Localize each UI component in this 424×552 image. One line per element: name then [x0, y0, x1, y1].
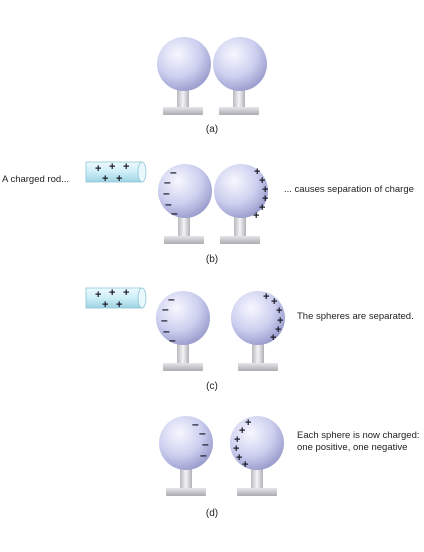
panel-label-a: (a): [206, 124, 218, 135]
svg-text:+: +: [277, 315, 283, 327]
separated-annotation: The spheres are separated.: [297, 311, 414, 322]
svg-text:+: +: [245, 417, 251, 429]
panel-label-d: (d): [206, 508, 218, 519]
right-sphere: [231, 291, 285, 345]
svg-text:–: –: [165, 197, 172, 211]
svg-text:+: +: [262, 184, 268, 196]
right-sphere: [213, 37, 267, 91]
negative-charges: – – – – –: [163, 165, 178, 220]
svg-text:+: +: [276, 305, 282, 317]
rod-charge: +: [116, 173, 122, 185]
left-sphere: [158, 164, 212, 218]
svg-text:–: –: [163, 324, 170, 338]
rod-charge: +: [95, 289, 101, 301]
positive-charges: + + + + + +: [233, 417, 251, 471]
right-stand: [237, 466, 277, 496]
svg-text:+: +: [242, 459, 248, 471]
rod-charge: +: [95, 163, 101, 175]
svg-text:+: +: [254, 166, 260, 178]
panel-b: + + + + + – – – – – + + + + + +: [2, 161, 414, 265]
left-stand: [164, 215, 204, 244]
charged-rod: + + + + +: [85, 161, 147, 185]
negative-charges: – – – –: [192, 417, 209, 462]
charged-annotation-line1: Each sphere is now charged:: [297, 430, 420, 441]
svg-text:–: –: [168, 292, 175, 306]
positive-charges: + + + + + +: [253, 166, 268, 222]
svg-text:+: +: [259, 202, 265, 214]
svg-text:–: –: [202, 437, 209, 451]
positive-charges: + + + + + +: [263, 291, 283, 344]
svg-text:+: +: [234, 434, 240, 446]
svg-text:–: –: [171, 206, 178, 220]
charged-rod: + + + + +: [85, 287, 147, 311]
rod-charge: +: [102, 173, 108, 185]
negative-charges: – – – – –: [161, 292, 176, 347]
rod-annotation: A charged rod...: [2, 174, 69, 185]
svg-text:–: –: [169, 333, 176, 347]
svg-text:+: +: [275, 324, 281, 336]
svg-text:–: –: [199, 426, 206, 440]
rod-charge: +: [123, 161, 129, 173]
svg-text:+: +: [262, 193, 268, 205]
rod-charge: +: [123, 287, 129, 299]
panel-label-b: (b): [206, 254, 218, 265]
separation-annotation: ... causes separation of charge: [284, 184, 414, 195]
svg-text:–: –: [164, 175, 171, 189]
left-sphere: [156, 291, 210, 345]
panel-d: – – – – + + + + + + Each sphere is now c…: [159, 416, 420, 519]
svg-text:–: –: [200, 448, 207, 462]
panel-a: (a): [157, 37, 267, 135]
svg-text:–: –: [192, 417, 199, 431]
panel-label-c: (c): [206, 381, 218, 392]
right-sphere: [214, 164, 268, 218]
rod-charge: +: [102, 299, 108, 311]
left-sphere: [159, 416, 213, 470]
svg-text:+: +: [263, 291, 269, 303]
left-sphere: [157, 37, 211, 91]
panel-c: + + + + + – – – – – + + + + + +: [85, 287, 414, 392]
svg-text:–: –: [170, 165, 177, 179]
svg-text:–: –: [163, 186, 170, 200]
svg-text:+: +: [271, 296, 277, 308]
right-sphere: [230, 416, 284, 470]
rod-charge: +: [116, 299, 122, 311]
svg-text:+: +: [253, 210, 259, 222]
rod-charge: +: [109, 287, 115, 299]
left-stand: [163, 342, 203, 371]
rod-charge: +: [109, 161, 115, 173]
svg-text:+: +: [270, 332, 276, 344]
svg-text:+: +: [236, 452, 242, 464]
svg-text:+: +: [259, 175, 265, 187]
svg-text:–: –: [161, 313, 168, 327]
svg-text:–: –: [162, 302, 169, 316]
left-stand: [166, 466, 206, 496]
charged-annotation-line2: one positive, one negative: [297, 442, 407, 453]
svg-text:+: +: [239, 425, 245, 437]
right-stand: [238, 342, 278, 371]
left-stand: [163, 88, 203, 115]
svg-text:+: +: [233, 443, 239, 455]
right-stand: [219, 88, 259, 115]
right-stand: [220, 215, 260, 244]
